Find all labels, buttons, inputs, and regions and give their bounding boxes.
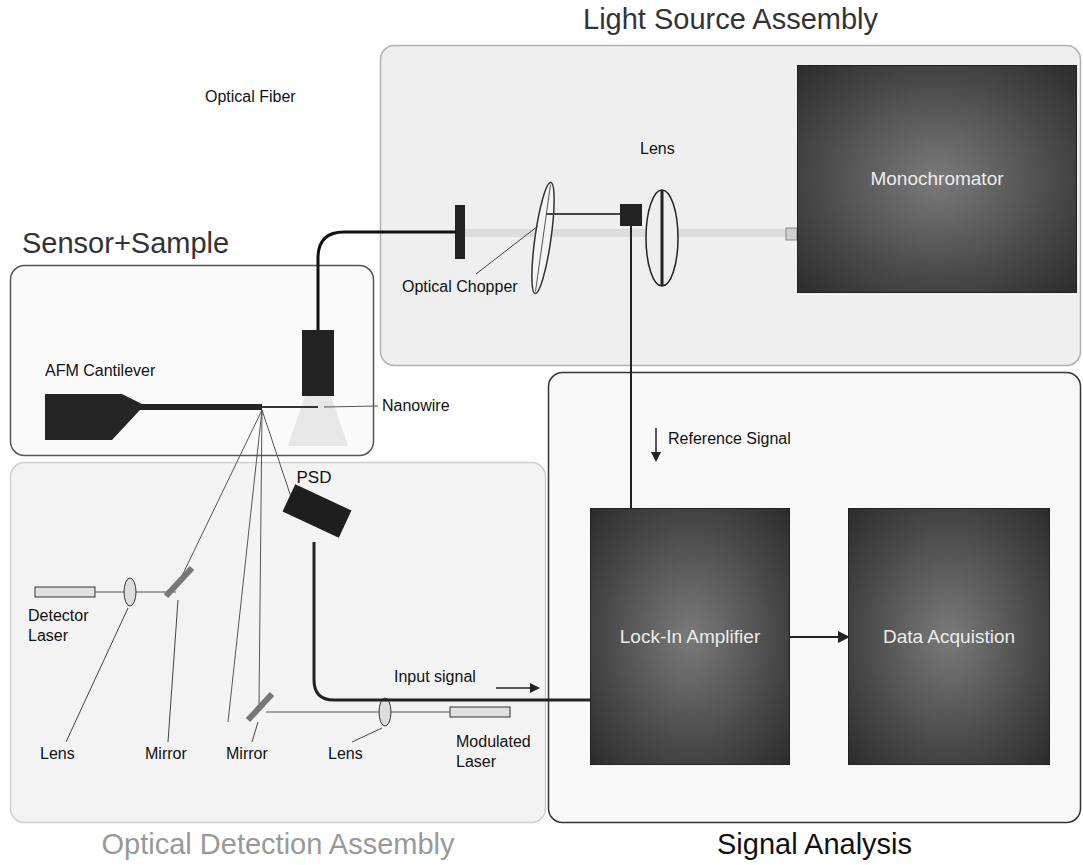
box-label: Lock-In Amplifier bbox=[610, 626, 770, 648]
chopper-axle bbox=[546, 213, 620, 215]
instrument-box: Lock-In Amplifier bbox=[590, 508, 790, 765]
part-label: Optical Fiber bbox=[205, 88, 296, 106]
psd-detector: PSD bbox=[268, 468, 360, 542]
instrument-box: Monochromator bbox=[797, 65, 1077, 293]
signal-connector bbox=[314, 542, 590, 700]
signal-connector bbox=[790, 636, 848, 638]
part-label: Lens bbox=[640, 140, 675, 158]
group-title: Light Source Assembly bbox=[380, 3, 1081, 36]
panel-ground bbox=[381, 46, 1081, 366]
device-label: PSD bbox=[268, 468, 360, 488]
nanowire bbox=[262, 406, 318, 408]
modulated-laser bbox=[450, 707, 510, 717]
leader-line bbox=[324, 406, 378, 407]
mirror bbox=[248, 694, 272, 720]
part-label: Detector Laser bbox=[28, 606, 108, 646]
laser-rays bbox=[180, 410, 292, 722]
light-cone bbox=[288, 396, 348, 446]
part-label: Optical Chopper bbox=[402, 278, 518, 296]
lens-symbol bbox=[124, 578, 136, 606]
box-label: Monochromator bbox=[860, 168, 1013, 190]
fiber-coupler bbox=[455, 205, 465, 259]
detector-laser bbox=[35, 587, 95, 597]
leader-lines bbox=[66, 226, 538, 742]
edge-label: Input signal bbox=[394, 668, 476, 686]
mirror bbox=[166, 568, 192, 596]
afm-cantilever bbox=[45, 394, 262, 440]
box-label: Data Acquistion bbox=[873, 626, 1025, 648]
group-panel: Light Source AssemblyMonochromator bbox=[380, 45, 1081, 366]
part-label: Modulated Laser bbox=[456, 732, 542, 772]
part-label: Mirror bbox=[226, 745, 268, 763]
fiber-holder bbox=[302, 330, 334, 396]
lens-mount bbox=[661, 190, 664, 286]
monochromator-port bbox=[786, 228, 797, 240]
direction-arrow bbox=[655, 428, 657, 460]
part-label: Nanowire bbox=[382, 397, 450, 415]
group-title: Signal Analysis bbox=[548, 828, 1081, 861]
part-label: Lens bbox=[40, 745, 75, 763]
instrument-box: Data Acquistion bbox=[848, 508, 1050, 765]
part-label: AFM Cantilever bbox=[45, 362, 155, 380]
part-label: Mirror bbox=[145, 745, 187, 763]
group-title: Sensor+Sample bbox=[22, 227, 229, 260]
panel-ground bbox=[11, 463, 546, 823]
part-label: Lens bbox=[328, 745, 363, 763]
light-beam bbox=[465, 229, 787, 237]
group-panel: Sensor+Sample bbox=[10, 265, 374, 456]
chopper-motor bbox=[620, 204, 642, 226]
lens-symbol bbox=[646, 190, 678, 286]
part-label: Reference Signal bbox=[668, 430, 791, 448]
panel-ground bbox=[549, 373, 1081, 823]
group-title: Optical Detection Assembly bbox=[10, 828, 546, 861]
laser-beam bbox=[266, 712, 450, 713]
optical-chopper bbox=[527, 181, 558, 294]
lens-symbol bbox=[379, 698, 391, 726]
group-panel: Signal AnalysisLock-In AmplifierData Acq… bbox=[548, 372, 1081, 823]
direction-arrow bbox=[496, 687, 538, 689]
reference-wire bbox=[630, 226, 632, 508]
